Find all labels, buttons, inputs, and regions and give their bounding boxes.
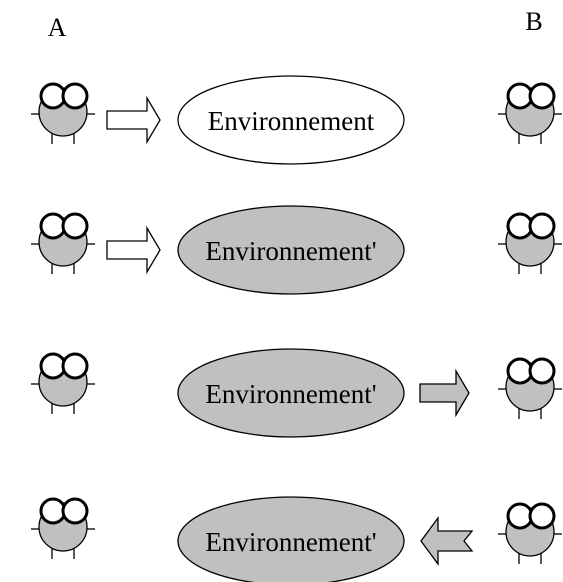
label-b: B xyxy=(525,7,542,36)
agent-b-icon xyxy=(496,357,563,421)
row-2: Environnement' xyxy=(29,205,563,295)
agent-a-icon xyxy=(29,497,97,561)
environment-label: Environnement xyxy=(208,106,375,136)
row-3: Environnement' xyxy=(29,348,563,438)
environment-ellipse xyxy=(177,348,405,438)
environment-label: Environnement' xyxy=(205,379,376,409)
environment-ellipse xyxy=(177,75,405,165)
environment-label: Environnement' xyxy=(205,527,376,557)
arrow-right-icon xyxy=(106,225,161,275)
label-a: A xyxy=(48,13,67,42)
agent-b-icon xyxy=(496,82,563,146)
arrow-right-icon xyxy=(419,368,470,418)
environment-label: Environnement' xyxy=(205,236,376,266)
agent-b-icon xyxy=(496,502,563,566)
arrow-right-icon xyxy=(106,95,161,145)
agent-a-icon xyxy=(29,212,97,276)
environment-ellipse xyxy=(177,496,405,582)
environment-ellipse xyxy=(177,205,405,295)
arrow-left-icon xyxy=(420,516,474,566)
agent-b-icon xyxy=(496,212,563,276)
row-1: Environnement xyxy=(29,75,563,165)
agent-a-icon xyxy=(29,352,97,416)
row-4: Environnement' xyxy=(29,496,563,582)
agent-a-icon xyxy=(29,82,97,146)
